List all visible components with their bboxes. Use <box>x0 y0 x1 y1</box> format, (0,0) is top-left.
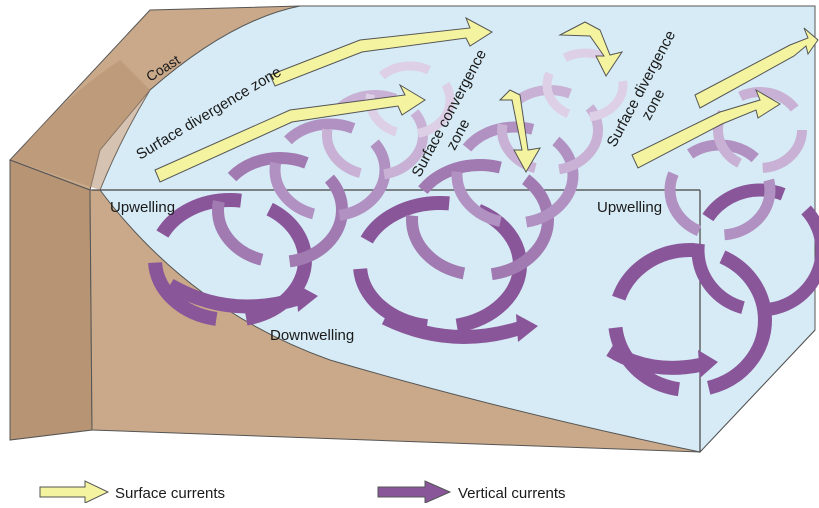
downwelling-label: Downwelling <box>270 327 354 344</box>
vertical-current-arrow-icon <box>378 481 450 503</box>
legend-surface-label: Surface currents <box>115 485 225 502</box>
legend-vertical-currents: Vertical currents <box>378 481 566 503</box>
land-front-left <box>10 160 92 440</box>
legend: Surface currents Vertical currents <box>40 481 566 503</box>
surface-current-arrow-icon <box>40 481 108 503</box>
upwelling-left-label: Upwelling <box>110 199 175 216</box>
upwelling-right-label: Upwelling <box>597 199 662 216</box>
legend-surface-currents: Surface currents <box>40 481 225 503</box>
legend-vertical-label: Vertical currents <box>458 485 566 502</box>
